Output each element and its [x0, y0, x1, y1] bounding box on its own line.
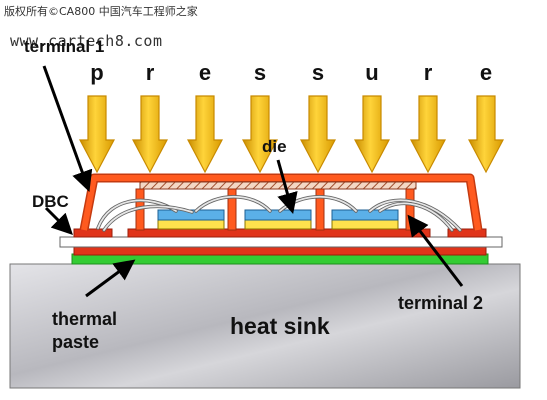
pressure-arrow — [300, 95, 336, 174]
pressure-letter: e — [479, 60, 493, 85]
pressure-letter: r — [145, 60, 155, 85]
label-thermal-paste-line-2: paste — [52, 332, 100, 352]
label-terminal-2: terminal 2 — [398, 293, 484, 313]
callout-thermal-paste — [85, 259, 136, 298]
callout-die — [276, 159, 298, 215]
pressure-letter: p — [90, 60, 104, 85]
pressure-arrow — [79, 95, 115, 174]
pressure-arrow — [187, 95, 223, 174]
heat-sink — [9, 263, 521, 389]
label-thermal-paste-line-1: thermal — [52, 309, 118, 329]
dbc-ceramic — [59, 236, 503, 248]
pressure-arrow — [354, 95, 390, 174]
callout-dbc — [44, 206, 73, 235]
label-die: die — [262, 137, 287, 156]
pressure-arrow — [132, 95, 168, 174]
callout-terminal-1 — [42, 65, 93, 192]
pressure-letter: e — [198, 60, 212, 85]
pressure-letter: u — [365, 60, 379, 85]
dies — [157, 209, 399, 230]
label-heat-sink: heat sink — [230, 313, 330, 339]
label-terminal-1: terminal 1 — [24, 37, 105, 56]
pressure-arrows — [79, 95, 504, 174]
watermark-line-1: 版权所有©CA800 中国汽车工程师之家 — [4, 5, 198, 18]
pressure-letter: r — [423, 60, 433, 85]
pressure-arrow — [410, 95, 446, 174]
label-dbc: DBC — [32, 192, 69, 211]
bond-wires — [96, 195, 462, 232]
watermark-line-2: www.cartech8.com — [10, 32, 163, 50]
callout-lines — [42, 65, 464, 298]
pressure-arrow — [468, 95, 504, 174]
pressure-arrow — [242, 95, 278, 174]
callout-terminal-2 — [407, 214, 464, 287]
pressure-letter: s — [253, 60, 267, 85]
pressure-letter: s — [311, 60, 325, 85]
dbc-bottom-copper — [73, 246, 487, 256]
